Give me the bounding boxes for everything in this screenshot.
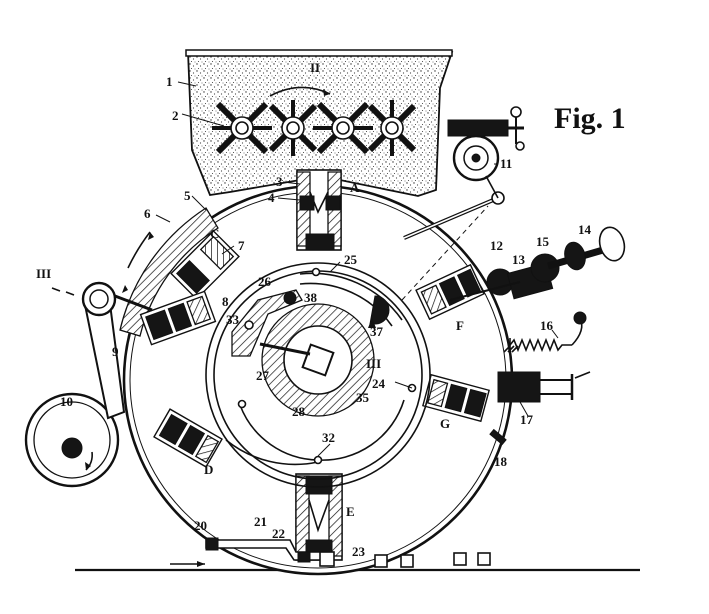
label-26: 26 [258,274,272,289]
label-27: 27 [256,368,270,383]
label-18: 18 [494,454,508,469]
section-label-left: III [36,266,51,281]
label-d: D [204,462,213,477]
label-3: 3 [276,174,283,189]
label-2: 2 [172,108,179,123]
plunger-17 [498,372,590,402]
throat-top [297,170,341,250]
label-21: 21 [254,514,267,529]
label-c: C [210,226,219,241]
label-38: 38 [304,290,318,305]
label-g: G [440,416,450,431]
label-a: A [350,180,360,195]
label-15: 15 [536,234,550,249]
label-e: E [346,504,355,519]
label-17: 17 [520,412,534,427]
label-24: 24 [372,376,386,391]
label-6: 6 [144,206,151,221]
label-32: 32 [322,430,335,445]
label-4: 4 [268,190,275,205]
label-5: 5 [184,188,191,203]
label-16: 16 [540,318,554,333]
label-9: 9 [112,344,119,359]
label-12: 12 [490,238,503,253]
label-7: 7 [238,238,245,253]
label-10: 10 [60,394,73,409]
label-1: 1 [166,74,173,89]
label-11: 11 [500,156,512,171]
label-35: 35 [356,390,370,405]
label-14: 14 [578,222,592,237]
figure-title: Fig. 1 [554,102,626,135]
label-8: 8 [222,294,229,309]
label-28: 28 [292,404,306,419]
label-33: 33 [226,312,240,327]
section-label-top: II [310,60,320,75]
label-37: 37 [370,324,384,339]
label-25: 25 [344,252,358,267]
label-20: 20 [194,518,207,533]
label-13: 13 [512,252,526,267]
label-f: F [456,318,464,333]
section-label-right: III [366,356,381,371]
label-22: 22 [272,526,285,541]
label-23: 23 [352,544,366,559]
